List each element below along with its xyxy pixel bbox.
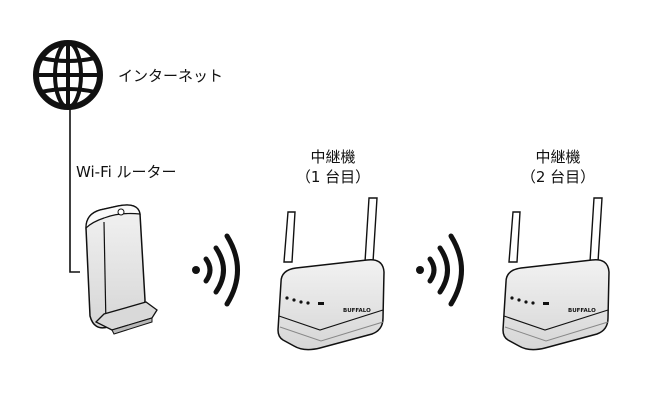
wifi-signal-icon xyxy=(416,233,464,307)
brand-logo: BUFFALO xyxy=(568,308,596,314)
repeater-device-1: BUFFALO xyxy=(277,197,385,351)
repeater-device-2: BUFFALO xyxy=(502,197,610,351)
network-cable xyxy=(69,100,80,273)
globe-icon xyxy=(33,40,103,110)
router-label: Wi-Fi ルーター xyxy=(76,163,177,181)
repeater-1-name: 中継機 xyxy=(310,148,356,166)
repeater-2-label: 中継機 （2 台目） xyxy=(503,147,613,187)
repeater-1-label: 中継機 （1 台目） xyxy=(278,147,388,187)
internet-label: インターネット xyxy=(118,67,224,85)
wifi-signal-icon xyxy=(192,233,240,307)
wifi-router-device xyxy=(85,204,158,335)
repeater-2-order: （2 台目） xyxy=(520,168,596,186)
brand-logo: BUFFALO xyxy=(343,308,371,314)
repeater-2-name: 中継機 xyxy=(535,148,581,166)
repeater-1-order: （1 台目） xyxy=(295,168,371,186)
